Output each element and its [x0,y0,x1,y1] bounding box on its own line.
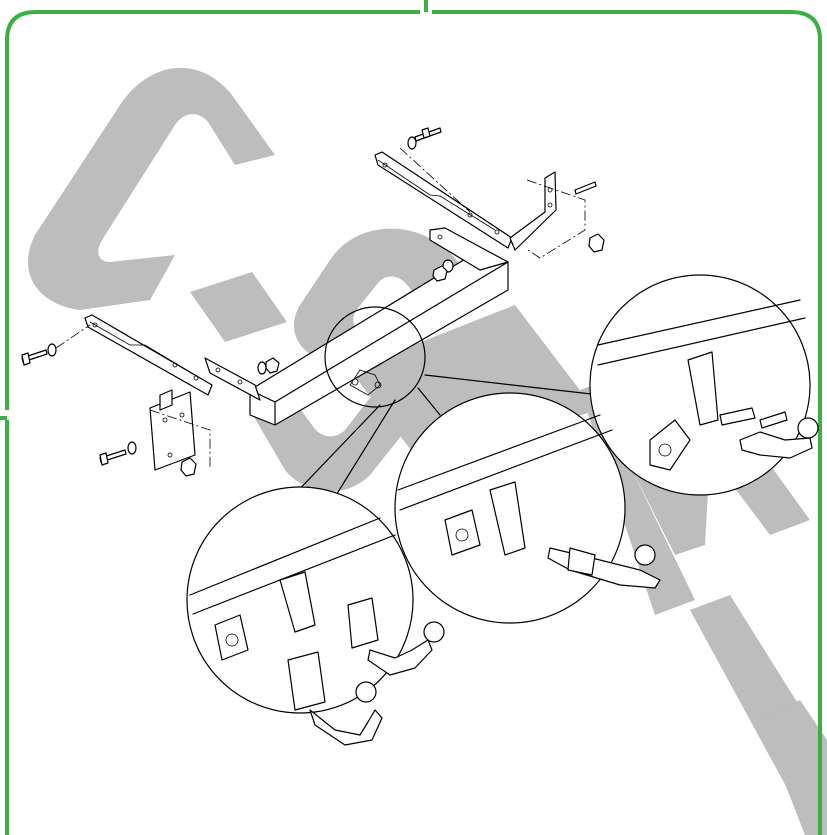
bolt-icon [21,349,48,366]
bracket-icon [489,481,526,556]
main-assembly [21,127,605,477]
nut-icon [180,457,197,477]
tow-ball-icon [367,639,433,676]
tow-ball-icon [739,431,813,459]
bracket-icon [687,351,719,426]
socket-plate-icon [649,419,691,471]
left-side-plate [149,391,196,471]
watermark-hyphen [190,272,287,342]
tow-ball-icon [309,709,383,746]
watermark-letter-c [27,67,276,311]
detail-view-1 [589,274,819,496]
socket-plate-icon [214,614,249,661]
detail-magnifier [324,306,426,408]
watermark-letter-e [350,305,595,475]
right-side-plate [509,171,557,251]
nut-icon [588,233,605,253]
nut-icon [265,357,280,374]
right-chassis-bracket [374,151,513,249]
socket-box-icon [287,651,326,711]
socket-plate-icon [444,509,481,556]
bolt-icon [99,449,127,466]
washer-icon [257,361,267,375]
washer-icon [407,136,417,150]
detail-view-3 [186,486,445,746]
nut-icon [432,265,448,282]
detail-view-2 [394,392,661,624]
washer-icon [47,343,57,357]
frame-border [5,10,822,835]
watermark-letter-i-2 [760,700,827,835]
socket-box-icon [347,597,379,649]
left-chassis-bracket [84,314,213,396]
bracket-icon [279,571,316,633]
bolt-icon [414,127,442,142]
washer-icon [127,441,137,455]
bolt-icon [574,181,597,195]
